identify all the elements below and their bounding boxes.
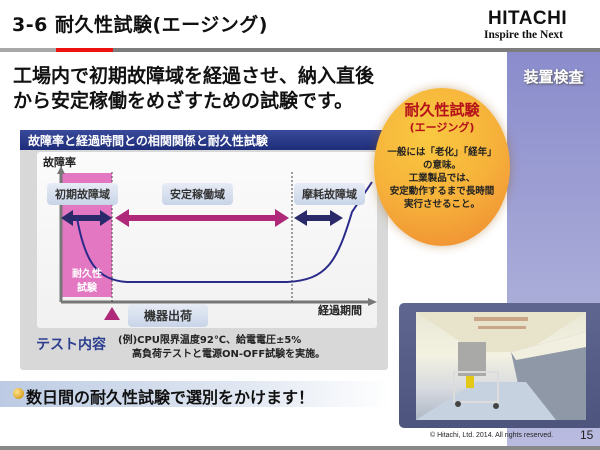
side-panel-label: 装置検査 bbox=[523, 68, 584, 86]
failure-rate-curve bbox=[76, 181, 373, 283]
x-axis-label: 経過期間 bbox=[318, 304, 362, 317]
test-content-label: テスト内容 bbox=[36, 337, 106, 353]
arrow-stable-operation bbox=[115, 209, 289, 227]
hitachi-logo: HITACHI bbox=[488, 8, 568, 29]
bathtub-curve-diagram bbox=[57, 166, 377, 320]
x-axis-arrow-icon bbox=[368, 298, 377, 306]
zone-label-wear: 摩耗故障域 bbox=[294, 183, 365, 205]
burn-in-label: 耐久性 試験 bbox=[72, 269, 102, 294]
lead-line-1: 工場内で初期故障域を経過させ、納入直後 bbox=[13, 65, 375, 87]
aging-room-illustration bbox=[416, 312, 586, 420]
y-axis-arrow-icon bbox=[57, 166, 65, 174]
zone-label-stable: 安定稼働域 bbox=[162, 183, 233, 205]
bullet-dot-icon bbox=[13, 388, 24, 399]
test-content-text: (例)CPU限界温度92℃、給電電圧±5% 高負荷テストと電源ON-OFF試験を… bbox=[118, 335, 326, 360]
callout-subtitle: (エージング) bbox=[409, 121, 475, 134]
shipment-label: 機器出荷 bbox=[128, 304, 209, 327]
y-axis-label: 故障率 bbox=[43, 156, 76, 169]
diagram-panel-title: 故障率と経過時間との相関関係と耐久性試験 bbox=[20, 130, 388, 150]
summary-text: 数日間の耐久性試験で選別をかけます！ bbox=[26, 388, 315, 407]
copyright: © Hitachi, Ltd. 2014. All rights reserve… bbox=[430, 432, 554, 439]
logo-tagline: Inspire the Next bbox=[484, 29, 564, 41]
arrow-initial-failure bbox=[61, 210, 112, 226]
callout-body: 一般には「老化」「経年」 の意味。 工業製品では、 安定動作するまで長時間 実行… bbox=[387, 147, 497, 210]
header-rule bbox=[0, 48, 600, 52]
page-number: 15 bbox=[580, 428, 594, 442]
header-rule-gray bbox=[0, 48, 56, 52]
summary-banner bbox=[0, 381, 390, 407]
aging-room-photo bbox=[416, 312, 586, 420]
lead-line-2: から安定稼働をめざすための試験です。 bbox=[13, 90, 354, 112]
lead-text: 工場内で初期故障域を経過させ、納入直後 から安定稼働をめざすための試験です。 bbox=[13, 64, 433, 114]
zone-label-initial: 初期故障域 bbox=[47, 183, 118, 205]
callout-title: 耐久性試験 bbox=[404, 101, 480, 119]
slide-title: 3-6 耐久性試験(エージング) bbox=[12, 14, 268, 36]
header-rule-red bbox=[56, 48, 113, 52]
arrow-wear-out bbox=[294, 210, 343, 226]
footer-rule bbox=[0, 446, 600, 450]
shipment-triangle-icon bbox=[104, 307, 120, 320]
callout-circle bbox=[374, 88, 510, 246]
